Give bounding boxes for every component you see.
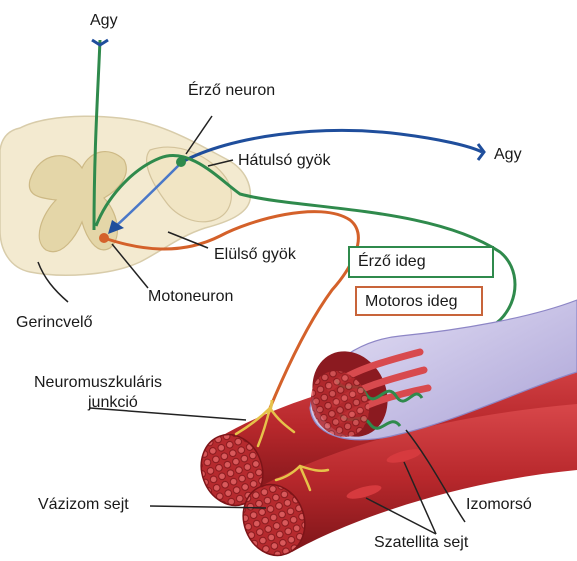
label-szatellita-sejt: Szatellita sejt xyxy=(374,534,468,552)
label-agy-right: Agy xyxy=(494,146,522,164)
label-agy-top: Agy xyxy=(90,12,118,30)
label-vazizom-sejt: Vázizom sejt xyxy=(38,496,129,514)
label-erzo-ideg: Érző ideg xyxy=(348,246,494,278)
label-izomorso: Izomorsó xyxy=(466,496,532,514)
label-gerincvelo: Gerincvelő xyxy=(16,314,92,332)
label-motoneuron: Motoneuron xyxy=(148,288,233,306)
sensory-neuron-cell-body xyxy=(176,157,186,167)
label-erzo-neuron: Érző neuron xyxy=(188,82,275,100)
label-hatulso-gyok: Hátulsó gyök xyxy=(238,152,331,170)
label-motoros-ideg: Motoros ideg xyxy=(355,286,483,316)
ascending-tract xyxy=(182,130,482,162)
motoneuron-cell-body xyxy=(99,233,109,243)
label-neuromuszkularis: Neuromuszkuláris xyxy=(34,374,162,392)
label-elulso-gyok: Elülső gyök xyxy=(214,246,296,264)
spinal-cord xyxy=(0,116,250,275)
label-junkcio: junkció xyxy=(88,394,138,412)
